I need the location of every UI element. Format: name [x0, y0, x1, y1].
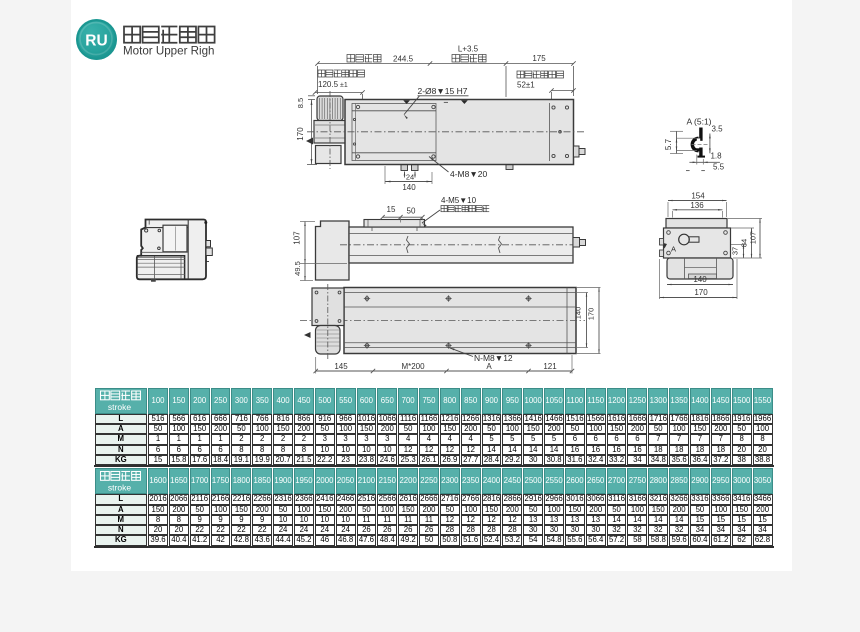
svg-text:52±1: 52±1: [517, 81, 535, 90]
svg-text:84: 84: [740, 239, 749, 247]
svg-text:stroke: stroke: [108, 402, 131, 412]
svg-text:8.5: 8.5: [296, 98, 305, 108]
svg-text:140: 140: [402, 183, 416, 192]
svg-text:154: 154: [691, 192, 705, 201]
svg-text:24: 24: [406, 173, 414, 182]
svg-text:49.5: 49.5: [293, 261, 302, 276]
svg-text:120.5: 120.5: [318, 80, 339, 89]
svg-text:50: 50: [407, 207, 416, 216]
svg-text:1.8: 1.8: [710, 152, 722, 161]
svg-text:4-M5▼10: 4-M5▼10: [441, 196, 477, 205]
svg-text:136: 136: [690, 201, 704, 210]
svg-text:±1: ±1: [340, 82, 348, 89]
svg-text:M*200: M*200: [401, 362, 425, 371]
svg-text:15: 15: [387, 205, 396, 214]
svg-text:107: 107: [293, 231, 302, 245]
svg-text:145: 145: [334, 362, 348, 371]
svg-text:244.5: 244.5: [393, 55, 414, 64]
svg-text:5.7: 5.7: [664, 138, 673, 150]
svg-text:3.5: 3.5: [711, 125, 723, 134]
svg-text:A (5:1): A (5:1): [686, 117, 711, 127]
svg-text:37: 37: [731, 247, 740, 255]
svg-text:Motor Upper Righ: Motor Upper Righ: [123, 45, 215, 58]
svg-text:170: 170: [296, 127, 305, 141]
svg-text:RU: RU: [85, 33, 107, 50]
svg-text:107: 107: [749, 232, 758, 245]
svg-text:140: 140: [574, 307, 583, 320]
svg-text:2-Ø8▼15 H7: 2-Ø8▼15 H7: [418, 86, 468, 96]
svg-text:170: 170: [694, 288, 708, 297]
svg-text:A: A: [486, 362, 492, 371]
svg-text:5.5: 5.5: [713, 163, 725, 172]
svg-text:stroke: stroke: [108, 483, 131, 493]
svg-text:A: A: [671, 245, 676, 254]
svg-text:L+3.5: L+3.5: [458, 45, 479, 54]
svg-text:175: 175: [532, 54, 546, 63]
svg-text:140: 140: [693, 275, 707, 284]
svg-text:170: 170: [587, 308, 596, 321]
svg-text:N-M8▼12: N-M8▼12: [474, 353, 513, 363]
svg-text:121: 121: [543, 362, 557, 371]
svg-text:4-M8▼20: 4-M8▼20: [450, 169, 488, 179]
